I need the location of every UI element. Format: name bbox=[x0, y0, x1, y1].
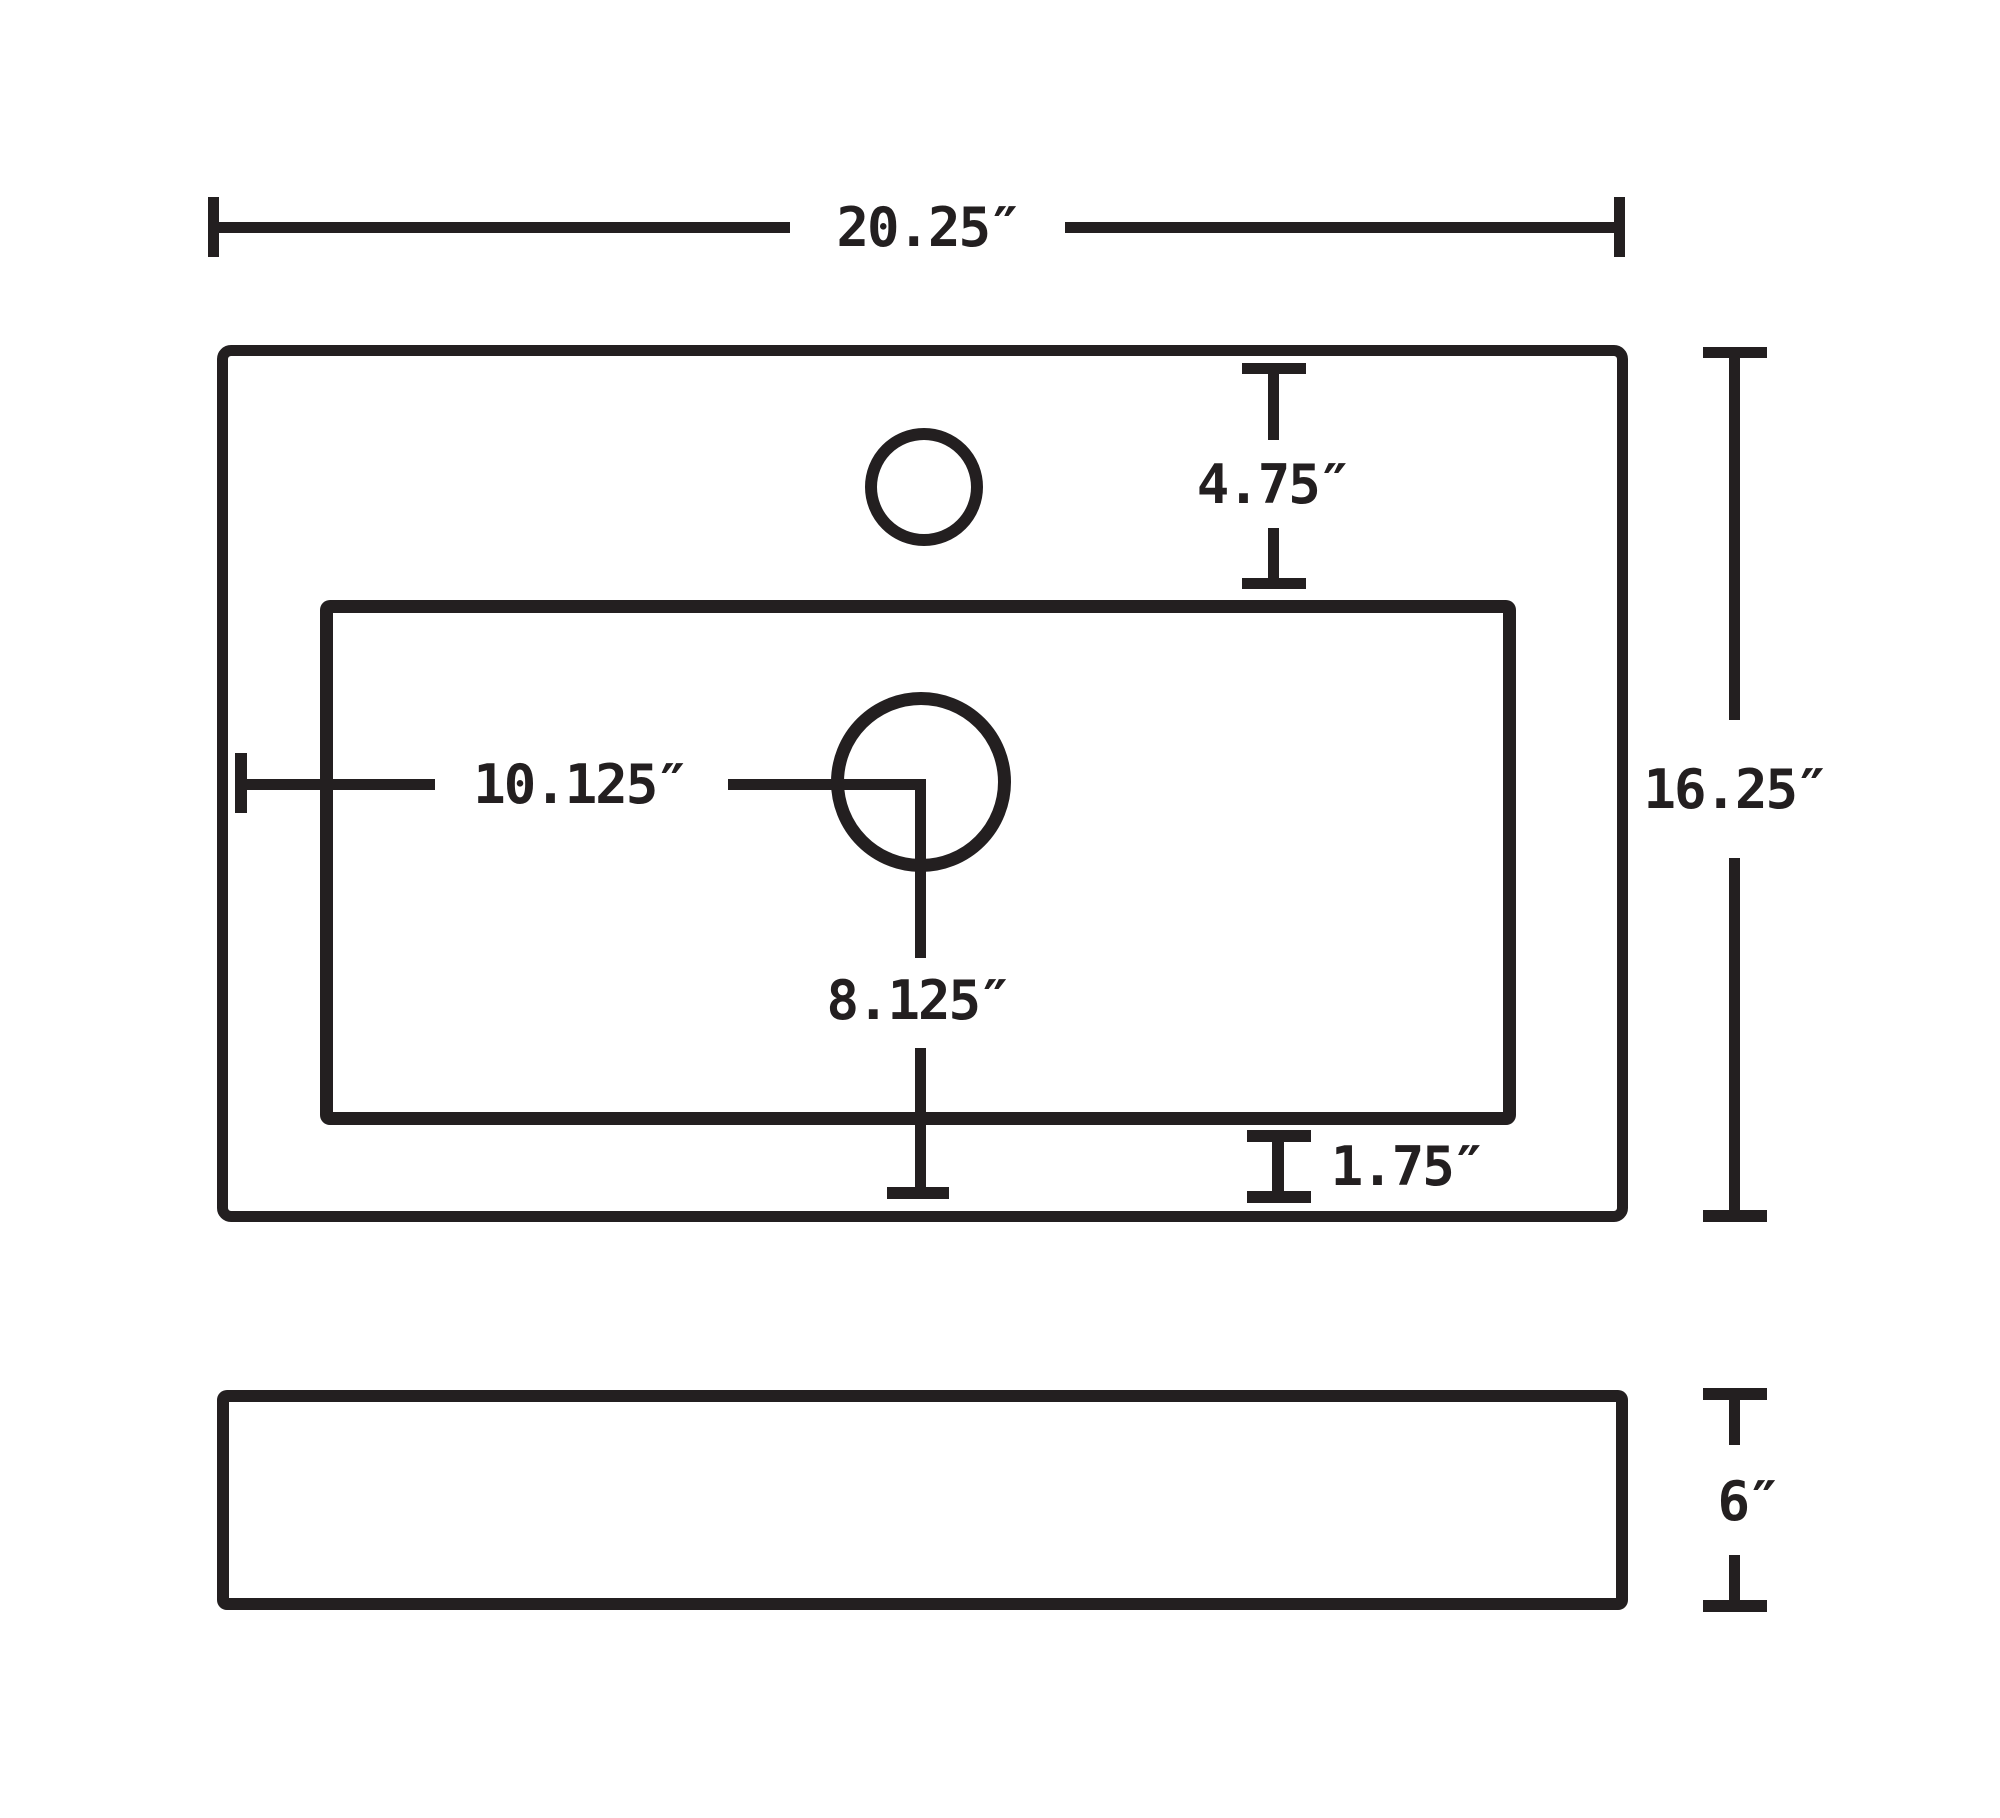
dim-overall-width-label: 20.25″ bbox=[836, 196, 1021, 259]
dim-drain-down-bottom-bar bbox=[887, 1187, 949, 1199]
dim-side-height-bottom-bar bbox=[1703, 1600, 1767, 1612]
dim-faucet-line-upper bbox=[1268, 363, 1279, 440]
dim-drain-down-line-upper bbox=[915, 779, 926, 958]
dim-faucet-line-lower bbox=[1268, 528, 1279, 585]
dim-overall-depth-line-lower bbox=[1729, 858, 1740, 1212]
dim-overall-width-line-left bbox=[208, 222, 790, 233]
side-view-outline bbox=[217, 1390, 1628, 1610]
dim-faucet-bottom-bar bbox=[1242, 578, 1306, 589]
dim-drain-down-label: 8.125″ bbox=[826, 969, 1011, 1032]
top-view-outline bbox=[217, 345, 1628, 1222]
dim-overall-width-line-right bbox=[1065, 222, 1625, 233]
dim-rim-gap-label: 1.75″ bbox=[1330, 1135, 1486, 1198]
dim-side-height-line-upper bbox=[1729, 1388, 1740, 1445]
dim-faucet-label: 4.75″ bbox=[1196, 453, 1352, 516]
dim-rim-gap-line bbox=[1272, 1130, 1284, 1203]
faucet-hole bbox=[865, 428, 983, 546]
dim-overall-depth-line-upper bbox=[1729, 347, 1740, 720]
dim-drain-left-line-a bbox=[235, 779, 435, 790]
dim-drain-down-line-lower bbox=[915, 1048, 926, 1198]
dim-overall-depth-label: 16.25″ bbox=[1643, 758, 1828, 821]
dim-overall-depth-bottom-bar bbox=[1703, 1210, 1767, 1222]
dim-side-height-label: 6″ bbox=[1717, 1470, 1780, 1533]
dim-drain-left-line-b bbox=[728, 779, 926, 790]
dim-side-height-line-lower bbox=[1729, 1555, 1740, 1607]
dim-rim-gap-bottom-bar bbox=[1247, 1191, 1311, 1203]
dim-drain-left-label: 10.125″ bbox=[473, 753, 689, 816]
basin-outline bbox=[320, 600, 1516, 1125]
dim-overall-width-right-tick bbox=[1614, 197, 1625, 257]
